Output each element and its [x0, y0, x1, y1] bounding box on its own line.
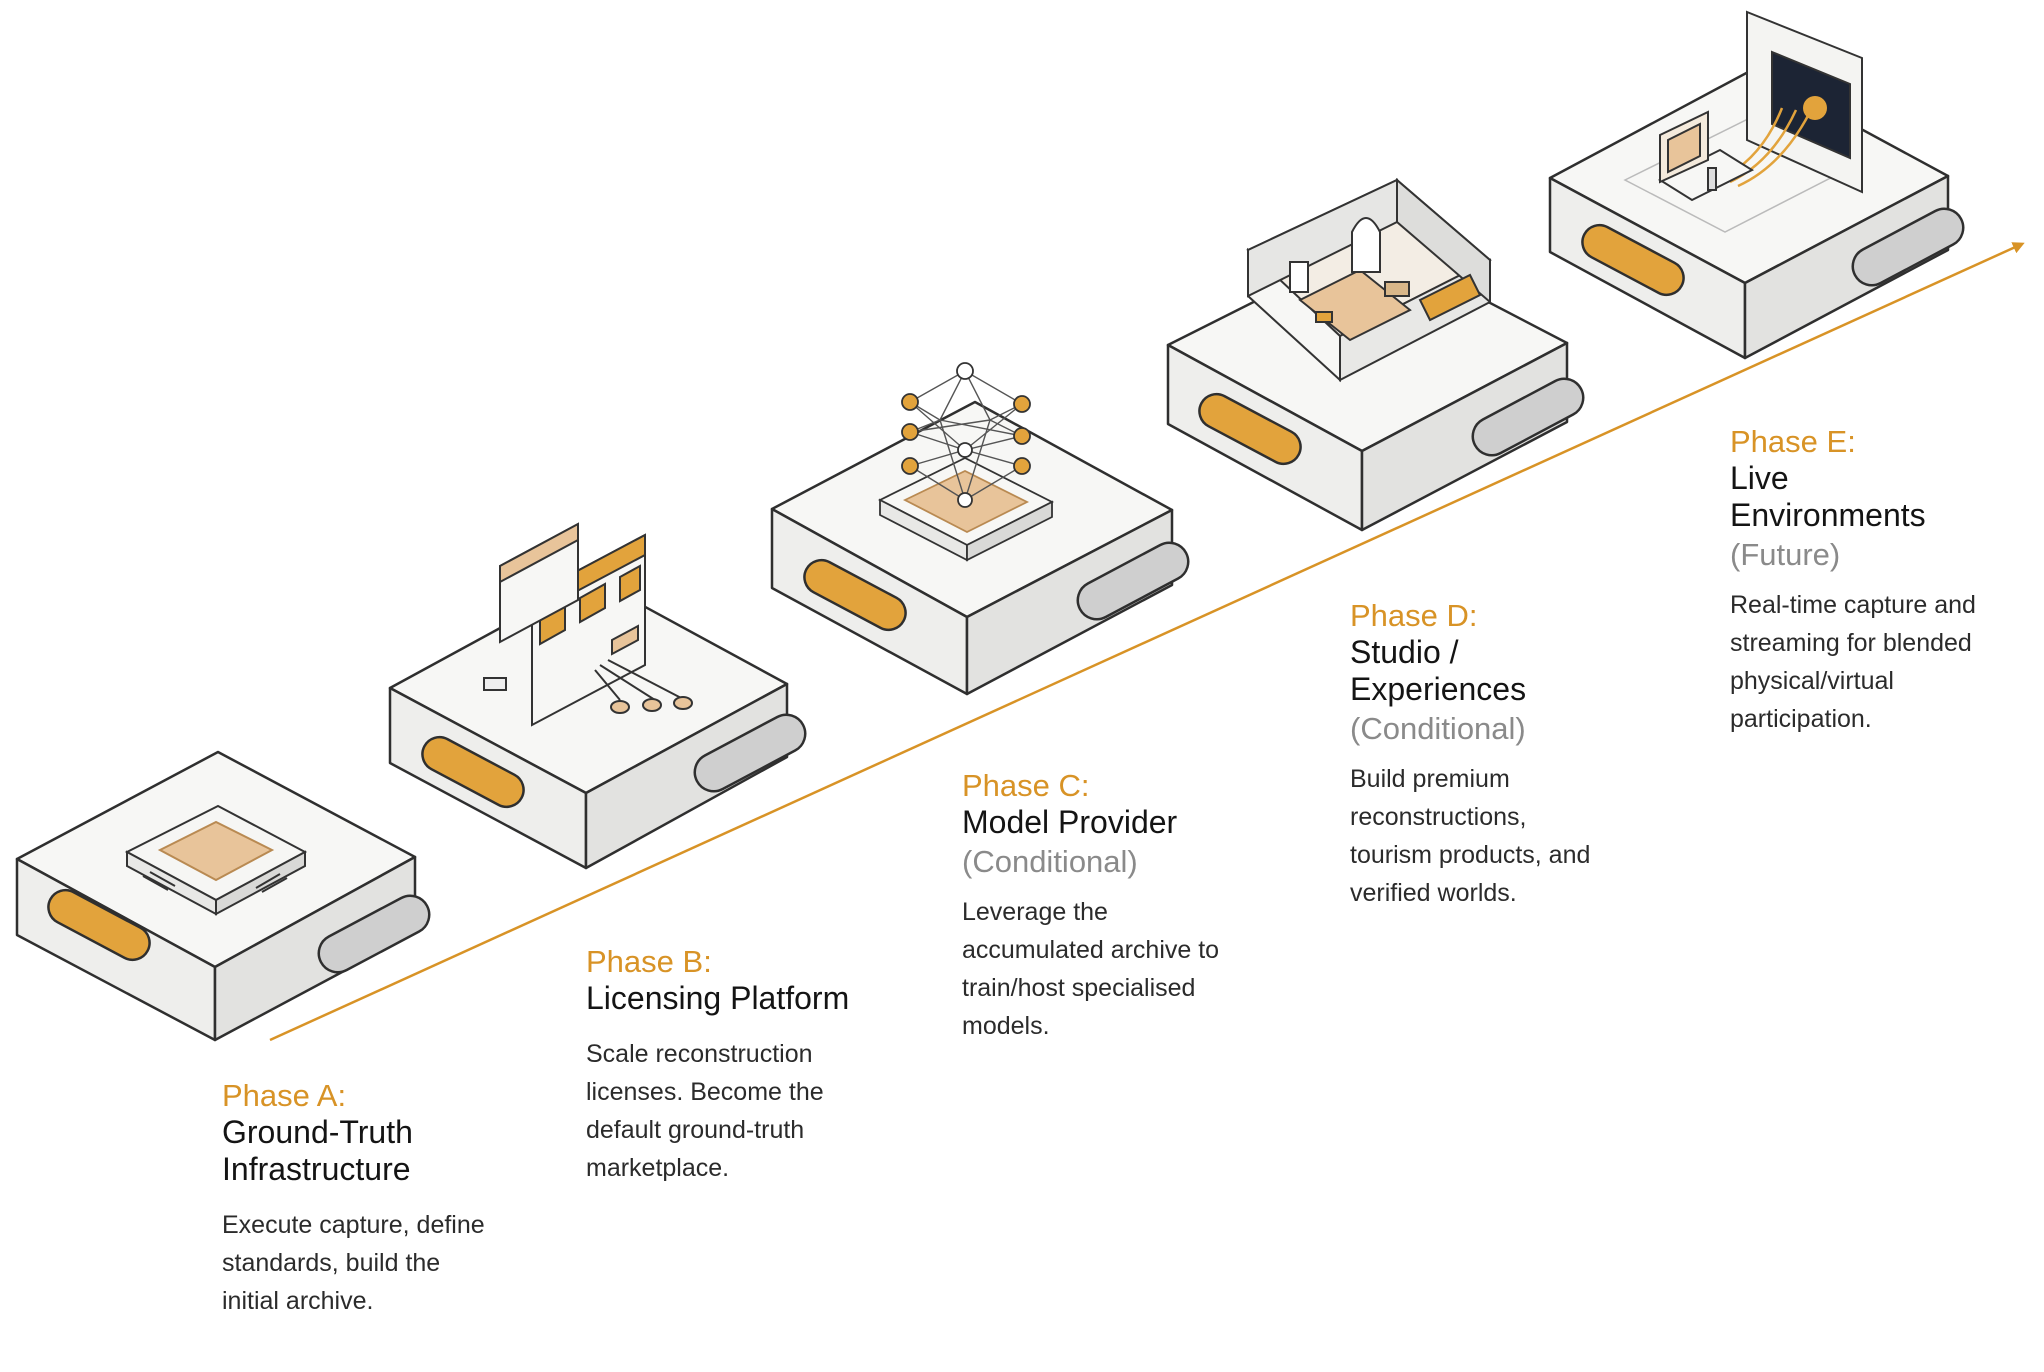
phase-c-desc-line-4: models. [962, 1012, 1050, 1040]
phase-b-text: Phase B: Licensing Platform Scale recons… [586, 944, 849, 1187]
phase-d-desc-line-4: verified worlds. [1350, 879, 1517, 907]
neural-network-icon [878, 362, 1054, 562]
phase-a-label: Phase A: [222, 1078, 347, 1113]
phase-a-title-line-1: Ground-Truth [222, 1114, 413, 1150]
phase-d-desc-line-1: Build premium [1350, 765, 1510, 793]
phase-d-label: Phase D: [1350, 598, 1478, 633]
phase-e-text: Phase E: Live Environments (Future) Real… [1730, 424, 1976, 738]
phase-b-description: Scale reconstruction licenses. Become th… [586, 1035, 849, 1187]
phase-e-description: Real-time capture and streaming for blen… [1730, 586, 1976, 738]
progress-arrow [269, 242, 2025, 1042]
phase-a-desc-line-2: standards, build the [222, 1249, 441, 1277]
phase-b-desc-line-4: marketplace. [586, 1154, 730, 1182]
phase-d-description: Build premium reconstructions, tourism p… [1350, 760, 1590, 912]
phase-a-desc-line-1: Execute capture, define [222, 1211, 485, 1239]
phase-d-text: Phase D: Studio / Experiences (Condition… [1350, 598, 1590, 912]
chip-icon [124, 804, 308, 916]
storefront-icon [483, 522, 693, 727]
phase-e-desc-line-4: participation. [1730, 705, 1872, 733]
phase-b-desc-line-1: Scale reconstruction [586, 1040, 813, 1068]
phase-c-status: (Conditional) [962, 844, 1138, 879]
phase-e-desc-line-3: physical/virtual [1730, 667, 1894, 695]
phase-e-label: Phase E: [1730, 424, 1856, 459]
phase-c-desc-line-3: train/host specialised [962, 974, 1196, 1002]
phase-c-description: Leverage the accumulated archive to trai… [962, 893, 1219, 1045]
phase-b-desc-line-2: licenses. Become the [586, 1078, 824, 1106]
phase-d-status: (Conditional) [1350, 711, 1526, 746]
phase-a-title-line-2: Infrastructure [222, 1151, 411, 1187]
phase-c-label: Phase C: [962, 768, 1090, 803]
phase-e-desc-line-2: streaming for blended [1730, 629, 1972, 657]
phase-b-title-line-1: Licensing Platform [586, 980, 850, 1016]
phase-a-text: Phase A: Ground-Truth Infrastructure Exe… [222, 1078, 485, 1320]
phase-e-title-line-2: Environments [1730, 497, 1926, 533]
phase-b-desc-line-3: default ground-truth [586, 1116, 805, 1144]
phase-c-desc-line-2: accumulated archive to [962, 936, 1220, 964]
phase-c-desc-line-1: Leverage the [962, 898, 1108, 926]
live-stream-screen-icon [1623, 10, 1863, 233]
phase-a-description: Execute capture, define standards, build… [222, 1206, 485, 1320]
phase-e-desc-line-1: Real-time capture and [1730, 591, 1976, 619]
phase-d-title-line-1: Studio / [1350, 634, 1459, 670]
phase-e-status: (Future) [1730, 537, 1841, 572]
phase-a-desc-line-3: initial archive. [222, 1287, 374, 1315]
phase-c-text: Phase C: Model Provider (Conditional) Le… [962, 768, 1219, 1045]
phase-d-desc-line-3: tourism products, and [1350, 841, 1591, 869]
phase-e-title-line-1: Live [1730, 460, 1789, 496]
phase-b-label: Phase B: [586, 944, 712, 979]
phase-d-title-line-2: Experiences [1350, 671, 1527, 707]
phase-d-desc-line-2: reconstructions, [1350, 803, 1527, 831]
phase-c-title-line-1: Model Provider [962, 804, 1178, 840]
floorplan-room-icon [1246, 177, 1492, 383]
